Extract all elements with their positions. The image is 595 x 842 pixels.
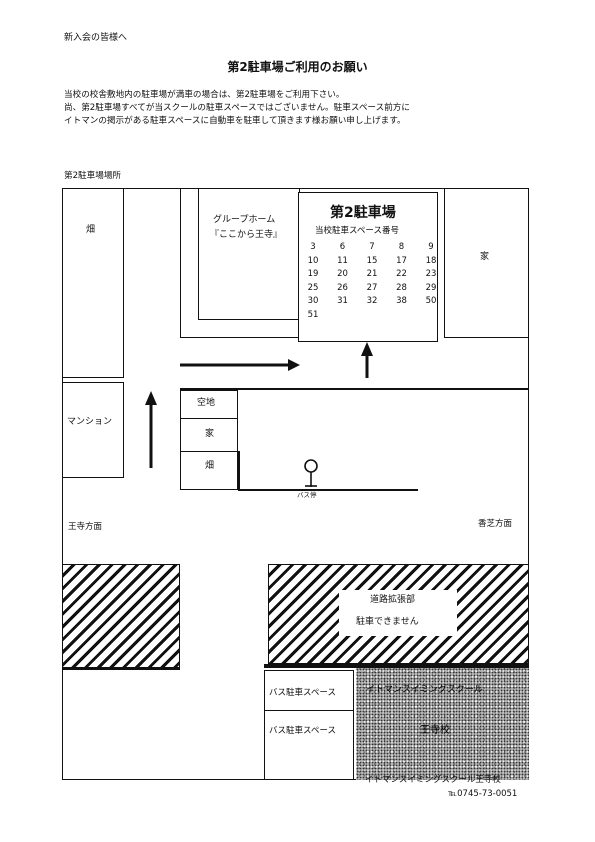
parking-space-number: 20 [337,269,348,279]
house-small-label: 家 [205,429,215,439]
road-edge [238,451,240,490]
field-top-label: 畑 [86,225,96,235]
parking-space-number: 8 [398,242,405,252]
parking-space-number: 9 [428,242,434,252]
parking-space-number: 32 [366,296,378,306]
bus-space-2: バス駐車スペース [269,726,336,736]
parking-space-number: 25 [307,282,319,293]
group-home-label: グループホーム [213,215,276,225]
parking-space-number: 26 [337,282,348,293]
curb-line [264,664,529,668]
parking-space-number: 51 [307,309,319,320]
map-caption: 第2駐車場場所 [64,171,122,181]
bus-stop-icon [304,459,318,487]
school-building [356,668,529,780]
road-expansion-label: 道路拡張部 [370,595,416,605]
parking-subtitle: 当校駐車スペース番号 [315,226,399,236]
parking-space-number: 7 [369,242,375,252]
school-branch-label: 王寺校 [420,725,450,736]
field-small-label: 畑 [205,461,215,471]
body-line-1: 当校の校舎敷地内の駐車場が満車の場合は、第2駐車場をご利用下さい。 [64,90,345,100]
page-title: 第2駐車場ご利用のお願い [227,60,368,74]
parking-space-number: 23 [425,269,437,279]
house-block-right [444,188,529,338]
lot-divider [180,418,238,420]
road-edge [62,668,180,670]
parking-space-number: 21 [366,269,378,279]
small-lots-block [180,390,238,490]
field-block-top [62,188,124,378]
bus-stop-label: バス停 [297,491,317,499]
parking-space-number: 17 [396,255,407,266]
no-parking-label: 駐車できません [356,617,419,627]
parking-space-number: 18 [425,255,437,266]
bus-space-block [264,670,354,780]
group-home-name: 『ここから王寺』 [210,230,283,240]
parking-lot-2 [298,192,438,342]
road-edge [238,489,418,491]
direction-right: 香芝方面 [478,519,513,529]
arrow-right-icon [180,359,300,371]
vacant-lot-label: 空地 [197,398,216,408]
parking-space-number: 6 [339,242,346,252]
parking-space-number: 31 [337,296,348,306]
parking-space-number: 3 [310,242,316,252]
direction-left: 王寺方面 [68,522,103,532]
body-line-2: 尚、第2駐車場すべてが当スクールの駐車スペースではございません。駐車スペース前方… [64,103,410,113]
school-name-label: イトマンスイミングスクール [366,685,483,695]
mansion-label: マンション [67,417,113,427]
parking-space-number: 30 [307,296,319,306]
hatched-area-left [62,564,180,668]
parking-space-number: 11 [337,255,348,266]
lot-divider [180,451,238,453]
bus-space-1: バス駐車スペース [269,688,336,698]
parking-space-number: 27 [366,282,378,293]
footer-school: イトマンスイミングスクール王寺校 [365,775,501,785]
arrow-up-icon [145,391,157,468]
footer-tel: ℡0745-73-0051 [448,789,518,799]
mansion-block [62,382,124,478]
road-edge [180,388,529,390]
parking-space-number: 15 [366,255,378,266]
parking-space-number: 50 [425,296,437,306]
parking-space-number: 28 [396,282,407,293]
bus-space-divider [264,710,354,712]
road-expansion-label-bg [339,590,457,636]
arrow-up-icon [361,342,373,378]
parking-space-number: 19 [307,269,319,279]
parking-space-number: 10 [307,255,319,266]
body-line-3: イトマンの掲示がある駐車スペースに自動車を駐車して頂きます様お願い申し上げます。 [64,116,406,126]
parking-title: 第2駐車場 [330,205,396,221]
parking-space-number: 38 [396,296,407,306]
salutation: 新入会の皆様へ [64,33,128,43]
parking-space-number: 29 [425,282,437,293]
house-right-label: 家 [480,252,490,262]
parking-space-number: 22 [396,269,407,279]
